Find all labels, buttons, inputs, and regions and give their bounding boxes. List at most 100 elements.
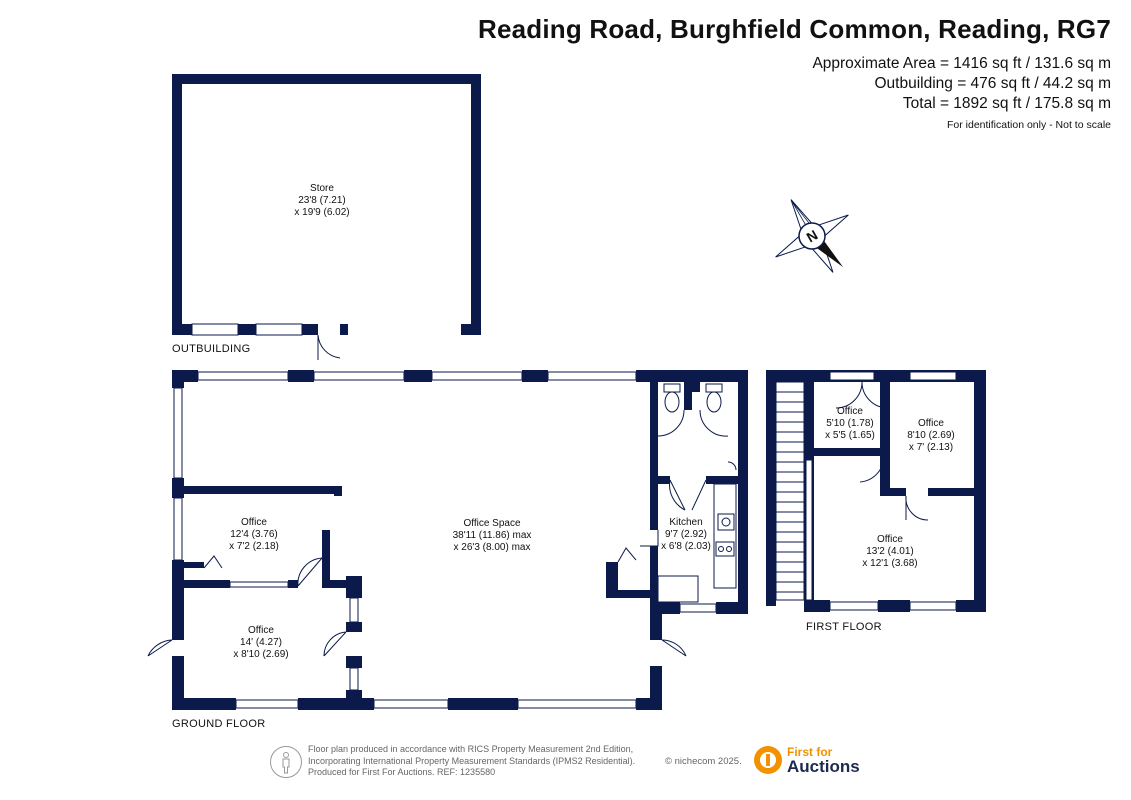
area-summary: Approximate Area = 1416 sq ft / 131.6 sq… [812, 54, 1111, 132]
room-dim: x 8'10 (2.69) [233, 649, 288, 660]
wall [298, 698, 374, 710]
wall [172, 324, 192, 335]
wall [716, 602, 748, 614]
window [255, 323, 303, 336]
wall [974, 370, 986, 612]
door [640, 530, 659, 547]
room-office-gf-lower: Office 14' (4.27) x 8'10 (2.69) [233, 625, 288, 660]
wall [692, 370, 700, 392]
room-name: Store [310, 183, 334, 194]
brand-name-bottom: Auctions [787, 757, 860, 776]
room-dim: x 6'8 (2.03) [661, 541, 711, 552]
room-dim: x 12'1 (3.68) [862, 558, 917, 569]
brand-name-top: First for [787, 745, 833, 759]
window [313, 371, 405, 381]
room-office-gf-upper: Office 12'4 (3.76) x 7'2 (2.18) [229, 517, 279, 552]
person-icon [270, 746, 302, 778]
window [431, 371, 523, 381]
window [373, 699, 449, 709]
wall [650, 546, 658, 610]
room-kitchen: Kitchen 9'7 (2.92) x 6'8 (2.03) [661, 517, 711, 552]
wall [738, 370, 748, 614]
room-store: Store 23'8 (7.21) x 19'9 (6.02) [294, 183, 349, 218]
room-dim: x 19'9 (6.02) [294, 207, 349, 218]
compass-center [798, 222, 826, 250]
wall [522, 370, 548, 382]
room-dim: 12'4 (3.76) [230, 529, 278, 540]
wall [184, 562, 204, 568]
wall [878, 600, 910, 612]
room-dim: 13'2 (4.01) [866, 546, 914, 557]
door [661, 639, 687, 657]
room-name: Office [248, 625, 274, 636]
wall [956, 600, 986, 612]
window [805, 459, 813, 601]
wall [172, 74, 182, 335]
wall [606, 562, 618, 598]
footer-line: Incorporating International Property Mea… [308, 755, 636, 766]
window [349, 667, 359, 691]
wall [346, 656, 362, 668]
hob-icon [715, 541, 735, 557]
window [173, 497, 183, 561]
wall [334, 486, 342, 496]
room-dim: x 26'3 (8.00) max [454, 542, 531, 553]
window [679, 603, 717, 613]
door [861, 381, 889, 409]
door [203, 555, 223, 569]
footer: Floor plan produced in accordance with R… [270, 742, 870, 782]
wall [461, 324, 481, 335]
room-dim: 9'7 (2.92) [665, 529, 707, 540]
wall [172, 478, 184, 498]
wall [448, 698, 518, 710]
door [147, 639, 173, 657]
window [547, 371, 637, 381]
page-title: Reading Road, Burghfield Common, Reading… [477, 14, 1111, 44]
door [297, 557, 323, 587]
room-dim: 14' (4.27) [240, 637, 282, 648]
footer-line: Floor plan produced in accordance with R… [308, 744, 634, 754]
wall [322, 530, 330, 586]
wall [606, 590, 654, 598]
toilet-icon [706, 391, 722, 413]
room-name: Office Space [463, 518, 521, 529]
floor-label-ground: GROUND FLOOR [172, 718, 265, 730]
approx-area: Approximate Area = 1416 sq ft / 131.6 sq… [812, 55, 1111, 72]
wall [340, 324, 348, 335]
room-dim: x 7'2 (2.18) [229, 541, 279, 552]
wall [322, 580, 362, 588]
door [699, 409, 729, 437]
floor-label-first: FIRST FLOOR [806, 621, 882, 633]
door [657, 409, 685, 437]
wall [172, 656, 184, 710]
room-dim: 38'11 (11.86) max [453, 530, 532, 541]
wall [184, 580, 230, 588]
compass: N [775, 199, 849, 273]
window [229, 581, 289, 588]
wall [471, 74, 481, 335]
door [323, 631, 347, 657]
window [829, 371, 875, 381]
total-area: Total = 1892 sq ft / 175.8 sq m [902, 95, 1111, 112]
disclaimer: For identification only - Not to scale [947, 119, 1111, 131]
window [173, 387, 183, 479]
wall [172, 560, 184, 640]
cistern [663, 383, 681, 393]
copyright: © nichecom 2025. [665, 756, 742, 767]
brand: First for Auctions [753, 744, 873, 778]
wall [880, 382, 890, 496]
room-office-ff-right: Office 8'10 (2.69) x 7' (2.13) [907, 418, 955, 453]
room-office-ff-small: Office 5'10 (1.78) x 5'5 (1.65) [825, 406, 875, 441]
stair-treads [776, 391, 804, 593]
cistern [705, 383, 723, 393]
brand-logo-icon [754, 746, 782, 774]
wall [684, 370, 692, 410]
wall [346, 690, 362, 710]
compliance-note: Floor plan produced in accordance with R… [308, 744, 635, 779]
floor-label-outbuilding: OUTBUILDING [172, 343, 250, 355]
wall [346, 576, 362, 598]
room-name: Office [837, 406, 863, 417]
staircase [775, 381, 805, 601]
wall [346, 622, 362, 632]
sink-icon [717, 513, 735, 531]
